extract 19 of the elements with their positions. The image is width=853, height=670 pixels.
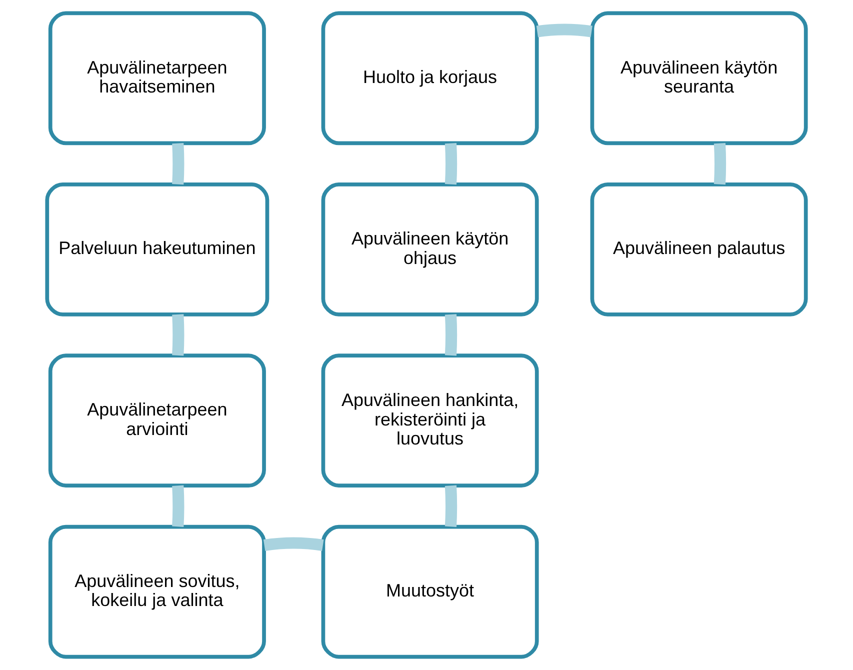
node-box: Apuvälineen hankinta, rekisteröinti ja luovutus (321, 354, 539, 488)
node-box: Apuvälinetarpeen havaitseminen (48, 11, 266, 146)
node-box: Apuvälinetarpeen arviointi (48, 354, 266, 488)
connector (444, 314, 458, 356)
node-box: Apuvälineen käytön seuranta (590, 11, 808, 146)
connector (172, 142, 184, 185)
node-box: Apuvälineen sovitus, kokeilu ja valinta (48, 524, 266, 659)
connector (264, 537, 324, 551)
node-box: Apuvälineen käytön ohjaus (321, 182, 539, 316)
connector (172, 314, 184, 356)
node-box: Muutostyöt (321, 524, 539, 659)
node-box: Palveluun hakeutuminen (45, 182, 270, 316)
connector (714, 142, 726, 185)
connector (172, 485, 184, 527)
connector (536, 24, 592, 38)
connector (444, 142, 458, 185)
connector (444, 485, 458, 527)
node-box: Huolto ja korjaus (321, 11, 539, 146)
node-box: Apuvälineen palautus (590, 182, 808, 316)
